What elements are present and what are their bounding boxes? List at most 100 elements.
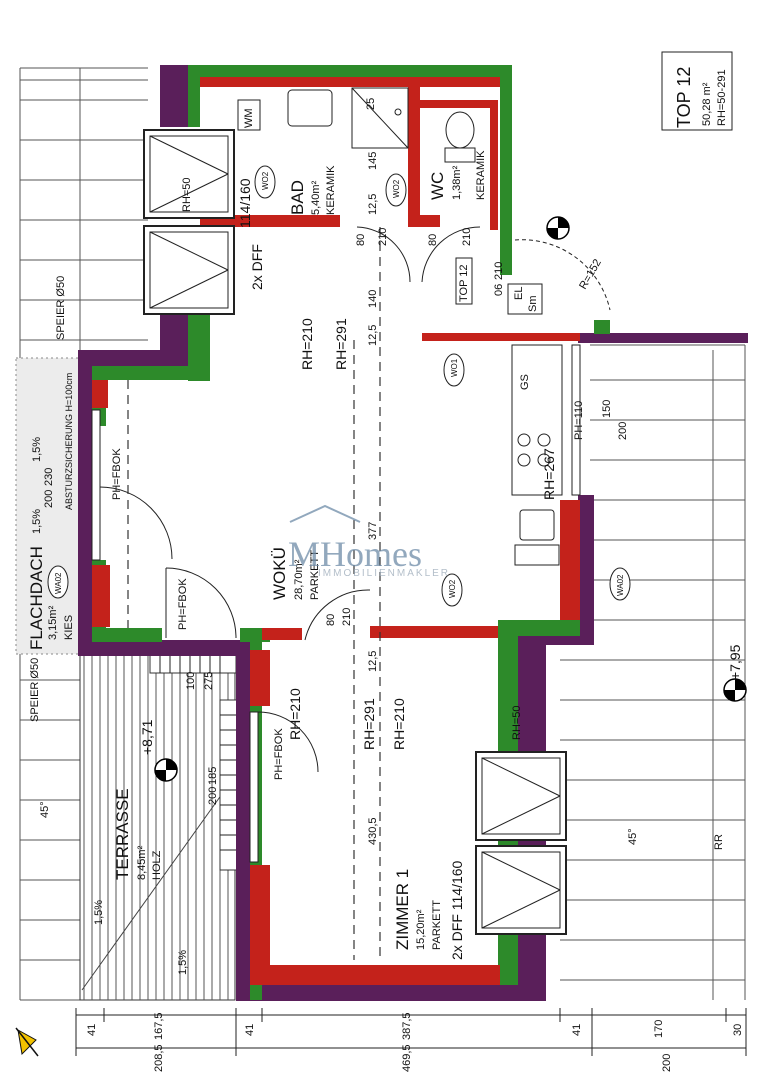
dim-185: 185 [207, 767, 219, 785]
label-wo2-woku: WO2 [448, 579, 457, 598]
label-window-top: 114/160 [237, 178, 253, 228]
dim-row2-0: 208,5 [153, 1044, 165, 1072]
flachdach-gravel [15, 357, 85, 655]
terrace-decking [79, 654, 236, 1001]
unit-area: 50,28 m² [701, 82, 713, 126]
label-slope-b: 1,5% [31, 509, 43, 534]
north-arrow-icon [15, 1027, 39, 1057]
dim-80-b: 80 [427, 234, 439, 246]
room-woku-area: 28,70m² [293, 559, 305, 600]
dim-200-b: 200 [207, 787, 219, 805]
dim-06: 06 [493, 284, 505, 296]
room-flachdach-floor: KIES [63, 615, 75, 640]
label-dff-bottom: 2x DFF 114/160 [449, 860, 465, 960]
room-bad-area: 5,40m² [310, 180, 322, 215]
dim-430-5: 430,5 [367, 817, 379, 845]
label-el: EL [513, 287, 525, 300]
label-wo2-wc: WO2 [392, 179, 401, 198]
dim-row2-1: 469,5 [401, 1044, 413, 1072]
label-angle-45-left: 45° [39, 801, 51, 818]
stair-arc [514, 239, 611, 311]
label-rh267: RH=267 [541, 448, 557, 500]
room-woku-name: WOKÜ [270, 547, 289, 600]
dimension-lines [75, 1008, 747, 1056]
bubble-wo2-bad [254, 165, 276, 199]
label-ph-fbok-2: PH=FBOK [177, 578, 189, 630]
label-ph110: PH=110 [573, 401, 585, 440]
label-dff-top: 2x DFF [249, 244, 265, 290]
label-wa02-left: WA02 [54, 572, 63, 594]
dim-210-d: 210 [493, 262, 505, 280]
room-wc-name: WC [428, 172, 447, 200]
room-terrasse-area: 8,45m² [136, 845, 148, 880]
bubble-wa02-left [47, 565, 69, 599]
dim-230: 230 [43, 468, 55, 486]
label-sm: Sm [527, 296, 539, 313]
label-wo1: WO1 [450, 358, 459, 377]
room-zimmer-name: ZIMMER 1 [393, 869, 412, 950]
level-marker-stair [546, 216, 570, 240]
room-bad-floor: KERAMIK [325, 165, 337, 215]
dim-row1-5: 170 [653, 1020, 665, 1038]
el-box [507, 283, 543, 315]
dim-row1-0: 41 [86, 1024, 98, 1036]
bubble-wa02-right [609, 567, 631, 601]
bathroom-fixtures [237, 87, 476, 163]
label-rh291-a: RH=291 [333, 318, 349, 370]
dim-12-5-bad: 12,5 [367, 194, 379, 215]
dim-12-5-a: 12,5 [367, 325, 379, 346]
kitchen-fixtures [511, 344, 563, 566]
room-woku-floor: PARKETT [309, 550, 321, 600]
dim-row2-2: 200 [661, 1054, 673, 1072]
dim-210-a: 210 [377, 228, 389, 246]
bubble-wo2-woku [441, 573, 463, 607]
dim-275: 275 [203, 672, 215, 690]
mhomes-logo: MHomes IMMOBILIENMAKLER [288, 504, 450, 579]
label-rh291-b: RH=291 [361, 698, 377, 750]
door-swings [99, 226, 481, 773]
room-terrasse-name: TERRASSE [113, 788, 132, 880]
top12-box [455, 257, 473, 305]
dim-row1-4: 41 [571, 1024, 583, 1036]
dim-100: 100 [185, 672, 197, 690]
room-flachdach-area: 3,15m² [47, 605, 59, 640]
unit-info-box [661, 51, 733, 131]
label-wa02-right: WA02 [616, 574, 625, 596]
dim-200-c: 200 [617, 422, 629, 440]
dim-row1-3: 387,5 [401, 1012, 413, 1040]
bubble-wo1 [443, 353, 465, 387]
label-slope-d: 1,5% [177, 950, 189, 975]
bubble-wo2-wc [385, 173, 407, 207]
room-flachdach-name: FLACHDACH [27, 546, 46, 650]
dim-140: 140 [367, 290, 379, 308]
room-bad-name: BAD [288, 180, 307, 215]
logo-main: MHomes [288, 534, 422, 574]
label-rh50-top: RH=50 [181, 177, 193, 212]
dim-150: 150 [601, 400, 613, 418]
dim-row1-6: 30 [732, 1024, 744, 1036]
dim-25: 25 [365, 98, 377, 110]
dim-210-b: 210 [461, 228, 473, 246]
window-right [571, 344, 581, 496]
label-rr: RR [713, 834, 725, 850]
label-absturz: ABSTURZSICHERUNG H=100cm [64, 373, 74, 510]
level-795: +7,95 [727, 644, 743, 680]
roof-windows-top [143, 129, 235, 315]
label-slope-a: 1,5% [31, 437, 43, 462]
label-wm: WM [243, 108, 255, 128]
room-zimmer-area: 15,20m² [415, 909, 427, 950]
label-ph-fbok-1: PH=FBOK [111, 448, 123, 500]
right-roof-hatch [560, 344, 746, 1000]
unit-label: TOP 12 [674, 67, 694, 128]
label-rh210-a: RH=210 [299, 318, 315, 370]
window-left [91, 409, 101, 561]
left-roof-hatch [19, 67, 148, 1001]
unit-heights: RH=50-291 [716, 69, 728, 126]
dim-12-5-b: 12,5 [367, 651, 379, 672]
room-terrasse-floor: HOLZ [151, 850, 163, 880]
label-rh50-bottom: RH=50 [511, 705, 523, 740]
dim-80-a: 80 [355, 234, 367, 246]
logo-sub: IMMOBILIENMAKLER [318, 568, 450, 579]
label-speier-top: SPEIER Ø50 [55, 276, 67, 340]
label-rh210-c: RH=210 [391, 698, 407, 750]
